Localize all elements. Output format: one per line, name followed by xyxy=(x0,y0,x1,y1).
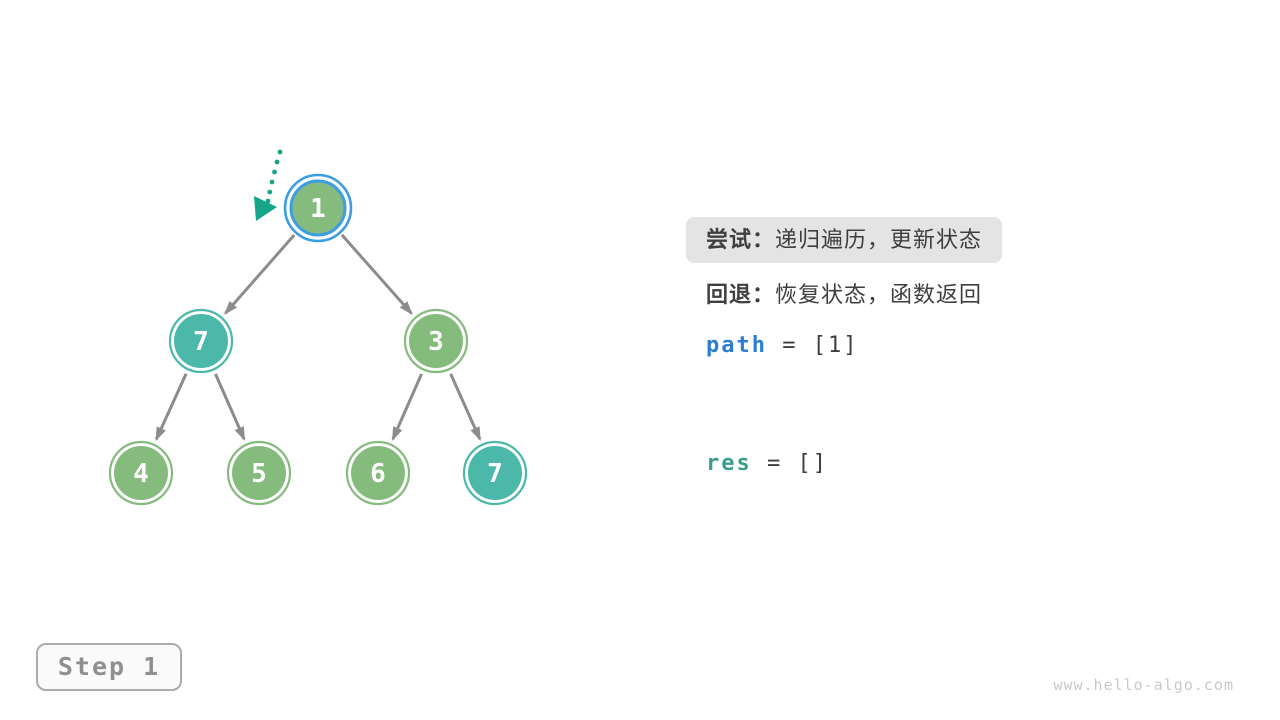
node-circle xyxy=(409,314,463,368)
node-label: 7 xyxy=(193,327,209,357)
tree-edge xyxy=(449,373,482,442)
tree-edge xyxy=(214,373,246,441)
annotation-panel: 尝试：递归遍历，更新状态 回退：恢复状态，函数返回 path = [1] res… xyxy=(686,217,1106,478)
tree-node-7: 7 xyxy=(462,440,528,506)
pointer-arrow-dot xyxy=(274,159,280,165)
path-variable-value: = [1] xyxy=(782,333,859,358)
try-text: 递归遍历，更新状态 xyxy=(775,227,983,252)
tree-edge xyxy=(154,373,188,442)
node-label: 7 xyxy=(487,459,503,489)
node-ring xyxy=(345,440,411,506)
node-label: 5 xyxy=(251,459,267,489)
tree-edge xyxy=(391,373,423,441)
node-circle xyxy=(351,446,405,500)
node-label: 6 xyxy=(370,459,386,489)
binary-tree-diagram: 1 7 3 4 5 6 7 xyxy=(108,149,528,506)
tree-edge xyxy=(224,234,296,315)
tree-node-4: 4 xyxy=(108,440,174,506)
node-label: 3 xyxy=(428,327,444,357)
try-annotation: 尝试：递归遍历，更新状态 xyxy=(686,217,1003,263)
node-ring xyxy=(168,308,234,374)
try-label: 尝试： xyxy=(706,227,776,252)
node-circle xyxy=(174,314,228,368)
node-circle xyxy=(232,446,286,500)
node-label: 4 xyxy=(133,459,149,489)
pointer-arrow-dot xyxy=(267,189,273,195)
node-circle xyxy=(468,446,522,500)
res-variable-name: res xyxy=(706,451,752,476)
backtrack-label: 回退： xyxy=(706,282,776,307)
step-badge: Step 1 xyxy=(36,643,182,691)
tree-node-6: 6 xyxy=(345,440,411,506)
res-variable-line: res = [] xyxy=(686,450,1106,478)
backtrack-text: 恢复状态，函数返回 xyxy=(775,282,983,307)
res-variable-value: = [] xyxy=(767,451,828,476)
node-ring xyxy=(462,440,528,506)
highlight-ring xyxy=(283,173,353,243)
pointer-arrowhead xyxy=(254,196,277,221)
tree-edge xyxy=(340,233,413,315)
pointer-arrow-dot xyxy=(269,179,275,185)
backtrack-annotation: 回退：恢复状态，函数返回 xyxy=(686,280,1106,310)
node-label: 1 xyxy=(310,194,326,224)
watermark: www.hello-algo.com xyxy=(1053,676,1234,694)
node-circle xyxy=(289,179,347,237)
pointer-arrow-dot xyxy=(272,169,277,175)
path-variable-name: path xyxy=(706,333,767,358)
tree-node-7: 7 xyxy=(168,308,234,374)
pointer-arrow-dot xyxy=(277,149,283,155)
tree-node-3: 3 xyxy=(403,308,469,374)
node-ring xyxy=(108,440,174,506)
node-circle xyxy=(114,446,168,500)
tree-node-1: 1 xyxy=(283,173,353,243)
node-ring xyxy=(403,308,469,374)
tree-node-5: 5 xyxy=(226,440,292,506)
path-variable-line: path = [1] xyxy=(686,332,1106,360)
node-ring xyxy=(226,440,292,506)
